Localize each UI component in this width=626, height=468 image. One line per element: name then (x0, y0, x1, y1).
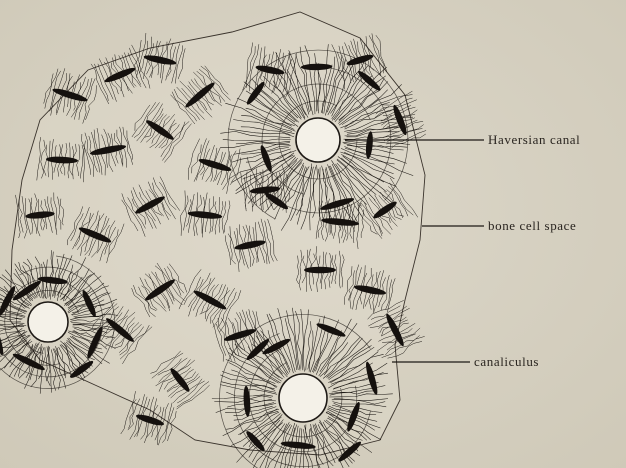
haversian-canal (28, 302, 68, 342)
haversian-canal-label: Haversian canal (488, 132, 580, 147)
haversian-canal (296, 118, 340, 162)
haversian-canal (279, 374, 327, 422)
canaliculus-label: canaliculus (474, 354, 539, 369)
bone-cell-space-label: bone cell space (488, 218, 576, 233)
lacuna (304, 267, 336, 274)
